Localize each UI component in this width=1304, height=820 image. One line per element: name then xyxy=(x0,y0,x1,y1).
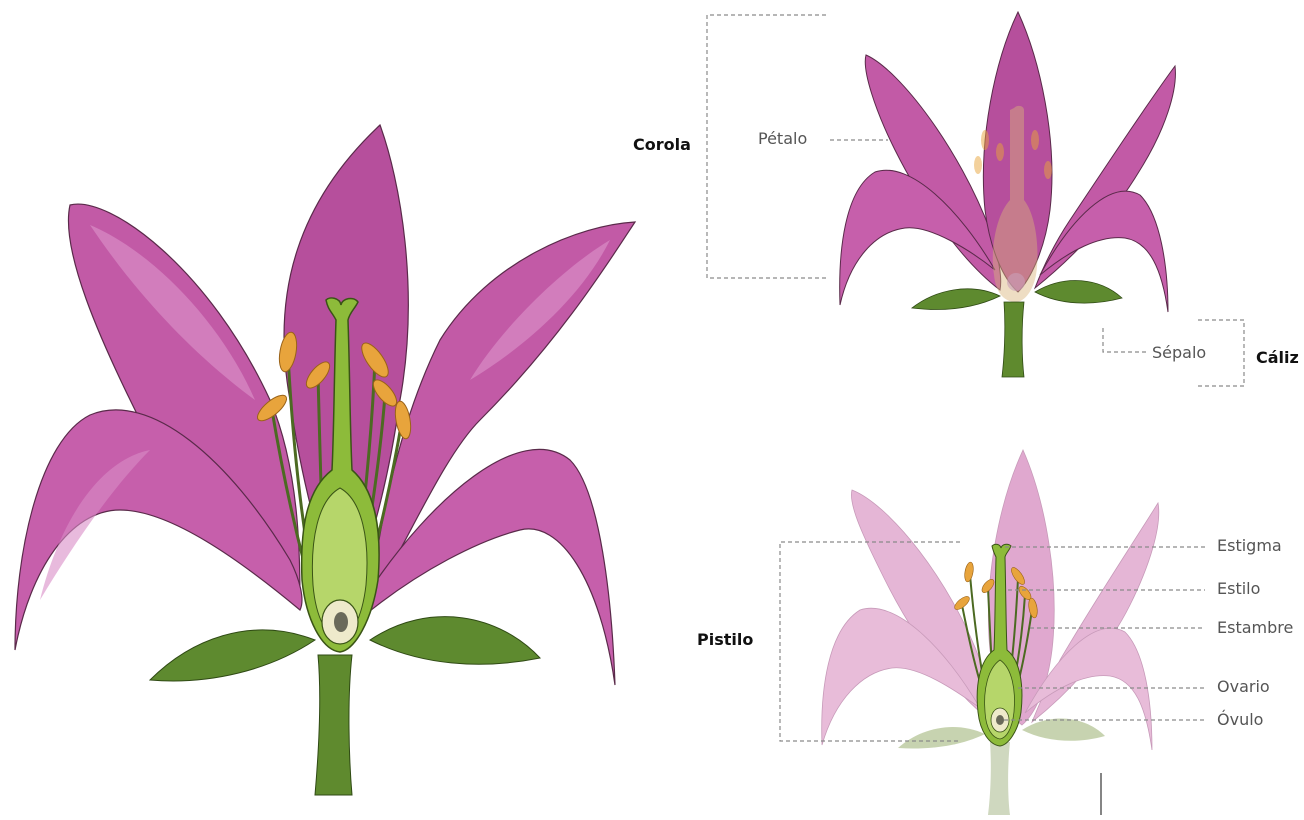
large-ovule xyxy=(334,612,348,632)
bottom-flower xyxy=(822,450,1159,815)
bottom-stem xyxy=(988,742,1010,815)
label-sepalo: Sépalo xyxy=(1152,343,1206,362)
label-pistilo: Pistilo xyxy=(697,630,753,649)
label-petalo: Pétalo xyxy=(758,129,807,148)
top-leaf-left xyxy=(912,289,1000,310)
top-stem xyxy=(1002,302,1024,377)
bottom-ovule xyxy=(996,715,1004,725)
label-caliz: Cáliz xyxy=(1256,348,1299,367)
top-ovule-faint xyxy=(1007,273,1025,291)
label-estigma: Estigma xyxy=(1217,536,1282,555)
label-ovulo: Óvulo xyxy=(1217,710,1263,729)
sepalo-leader xyxy=(1103,328,1148,352)
label-corola: Corola xyxy=(633,135,691,154)
bottom-leaf-right xyxy=(1022,719,1105,741)
top-flower xyxy=(840,12,1176,377)
label-estilo: Estilo xyxy=(1217,579,1260,598)
top-leaf-right xyxy=(1035,281,1122,304)
large-flower xyxy=(15,125,635,795)
large-stem xyxy=(315,655,352,795)
large-leaf-right xyxy=(370,617,540,665)
bottom-leaf-left xyxy=(898,727,985,749)
label-estambre: Estambre xyxy=(1217,618,1293,637)
bottom-petal-left-back xyxy=(851,490,990,720)
label-ovario: Ovario xyxy=(1217,677,1270,696)
large-leaf-left xyxy=(150,630,315,681)
